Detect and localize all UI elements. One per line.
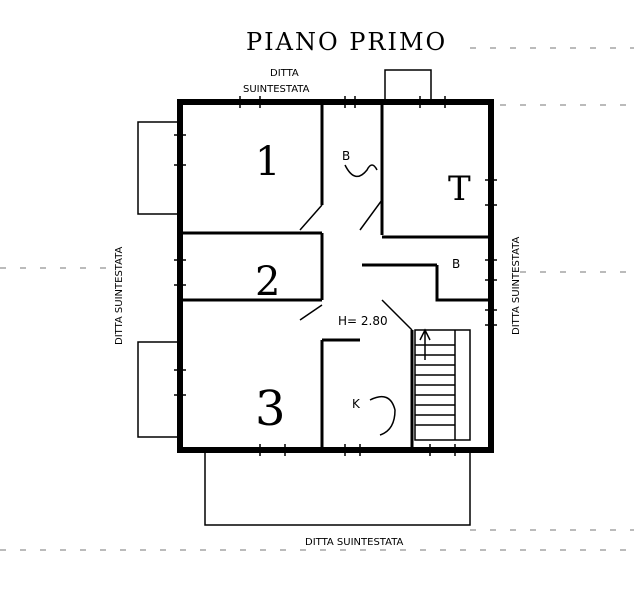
bath-fixture-icon — [344, 164, 378, 178]
plan-title: PIANO PRIMO — [246, 28, 447, 56]
guide-lines — [0, 47, 634, 551]
outer-walls — [177, 99, 494, 453]
kitchen-fixture-icon — [369, 395, 396, 436]
neighbor-top-line2: SUINTESTATA — [243, 84, 310, 95]
bath-label-2: B — [452, 257, 460, 271]
ceiling-height-note: H= 2.80 — [338, 314, 388, 328]
interior-walls — [180, 102, 491, 450]
opening-marks — [174, 96, 497, 456]
neighbor-top-line1: DITTA — [270, 68, 299, 79]
room-label-1: 1 — [255, 139, 280, 185]
room-label-2: 2 — [255, 259, 280, 305]
room-label-3: 3 — [255, 381, 286, 437]
neighbor-right: DITTA SUINTESTATA — [511, 236, 522, 335]
bath-label-1: B — [342, 149, 350, 163]
kitchen-label: K — [352, 397, 361, 411]
staircase — [414, 328, 471, 441]
neighbor-left: DITTA SUINTESTATA — [114, 246, 125, 345]
room-label-4: T — [448, 169, 471, 209]
neighbor-bottom: DITTA SUINTESTATA — [305, 537, 404, 548]
balconies — [137, 69, 471, 526]
